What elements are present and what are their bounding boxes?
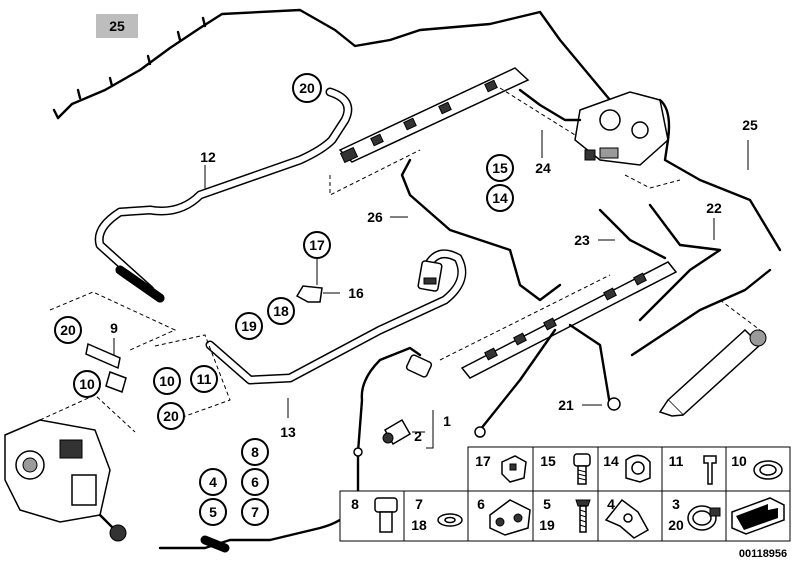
- callout-11: 11: [197, 371, 212, 387]
- injector: [630, 268, 772, 417]
- callout-20-bottom-circle: [157, 402, 185, 430]
- callout-20-bottom: 20: [163, 408, 179, 424]
- legend-18: 18: [411, 517, 427, 533]
- callout-21: 21: [558, 397, 574, 413]
- legend-11: 11: [669, 453, 684, 469]
- callout-11-circle: [190, 365, 218, 393]
- callout-10-left-circle: [73, 370, 101, 398]
- callout-6-circle: [241, 468, 269, 496]
- bolt-15-icon: [573, 453, 591, 467]
- legend-6: 6: [477, 496, 485, 512]
- high-pressure-pump-lower: [4, 394, 136, 542]
- callout-25-top: 25: [109, 18, 125, 34]
- callout-16: 16: [348, 285, 364, 301]
- callout-20-top-circle: [292, 73, 322, 103]
- callout-25-right: 25: [742, 117, 758, 133]
- callout-20-left-circle: [54, 316, 82, 344]
- callout-26: 26: [367, 209, 383, 225]
- callout-15: 15: [492, 160, 508, 176]
- callout-5: 5: [209, 504, 217, 520]
- callout-1: 1: [443, 413, 451, 429]
- legend-17: 17: [475, 453, 491, 469]
- bolt-8-icon: [374, 497, 398, 513]
- callout-10-right: 10: [159, 373, 175, 389]
- callout-24: 24: [535, 160, 551, 176]
- callout-19: 19: [241, 318, 257, 334]
- callout-10-right-circle: [153, 367, 181, 395]
- callout-5-circle: [199, 498, 227, 526]
- legend-10: 10: [731, 453, 747, 469]
- callout-7-circle: [241, 498, 269, 526]
- legend-5: 5: [543, 496, 551, 512]
- callout-18-circle: [267, 297, 295, 325]
- callout-9: 9: [110, 320, 118, 336]
- highlight-box: [96, 14, 138, 38]
- callout-20-top: 20: [299, 80, 315, 96]
- callout-17: 17: [309, 237, 325, 253]
- legend-4: 4: [607, 496, 615, 512]
- callout-4-circle: [199, 468, 227, 496]
- callout-12: 12: [200, 149, 216, 165]
- callout-17-circle: [303, 231, 331, 259]
- callout-13: 13: [280, 424, 296, 440]
- callout-7: 7: [251, 504, 259, 520]
- callout-14-circle: [486, 184, 514, 212]
- lower-fuel-rail: [439, 261, 678, 379]
- callout-10-left: 10: [79, 376, 95, 392]
- callout-19-circle: [235, 312, 263, 340]
- legend-3: 3: [672, 496, 680, 512]
- high-pressure-pump-upper: [518, 88, 782, 252]
- callout-2: 2: [414, 428, 422, 444]
- callout-8: 8: [251, 444, 259, 460]
- screw-5-icon: [575, 499, 591, 507]
- bolt-11-icon: [703, 455, 717, 485]
- callout-20-left: 20: [60, 322, 76, 338]
- callout-14: 14: [492, 190, 508, 206]
- diagram-id: 00118956: [739, 548, 787, 560]
- callout-15-circle: [486, 154, 514, 182]
- legend-7: 7: [415, 496, 423, 512]
- callout-18: 18: [273, 303, 289, 319]
- callout-22: 22: [706, 200, 722, 216]
- callout-23: 23: [574, 232, 590, 248]
- legend-15: 15: [540, 453, 556, 469]
- leak-off-hose-13: [205, 249, 467, 385]
- legend-8: 8: [351, 496, 359, 512]
- callout-8-circle: [241, 438, 269, 466]
- legend-19: 19: [539, 517, 555, 533]
- callout-6: 6: [251, 474, 259, 490]
- upper-fuel-rail: [329, 67, 576, 196]
- legend-20: 20: [668, 517, 684, 533]
- wiring-harness-top: [52, 8, 612, 120]
- return-line-12: [94, 87, 353, 303]
- legend-14: 14: [603, 453, 619, 469]
- parts-legend: 17 15 14 11 10 8 7 18 6 5 19 4 3 20: [339, 446, 791, 542]
- callout-4: 4: [209, 474, 217, 490]
